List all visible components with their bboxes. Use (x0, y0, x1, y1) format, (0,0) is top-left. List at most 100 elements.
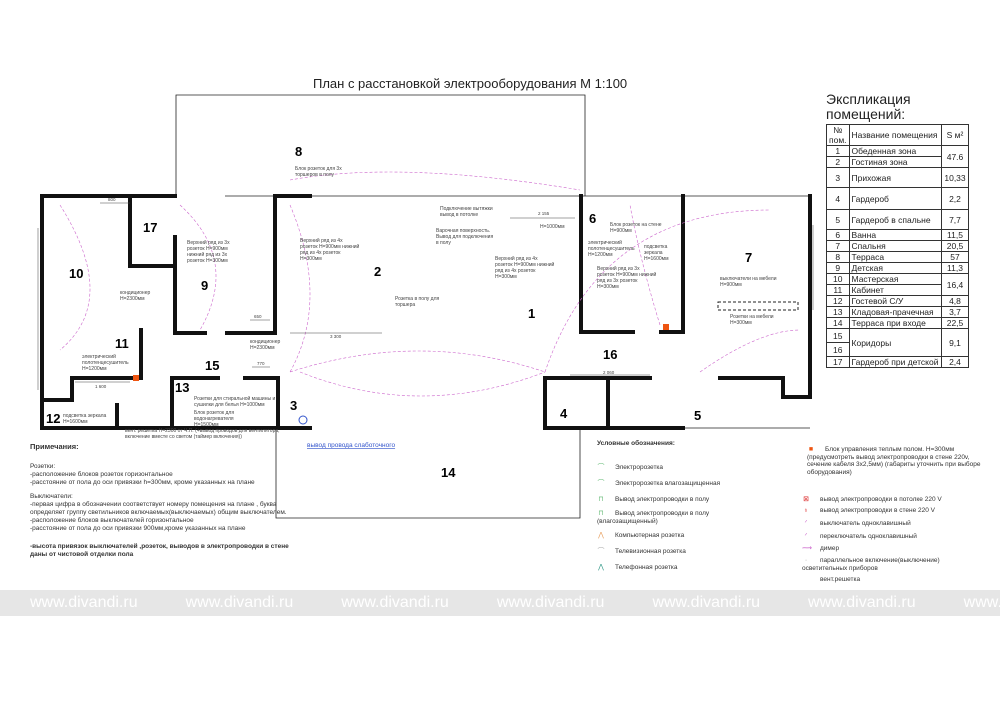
annotation: выключатели на мебели H=900мм (720, 276, 777, 288)
row-no: 13 (826, 306, 850, 318)
notes: Примечания: Розетки: -расположение блоко… (30, 443, 305, 559)
dimension-lines (75, 202, 650, 383)
room-number-2: 2 (374, 264, 381, 279)
annotation: электрический полотенцесушитель H=1200мм (588, 240, 635, 258)
weak-current-label: вывод провода слаботочного (307, 441, 395, 449)
floor-heating-control-icon: ■ (808, 446, 814, 453)
row-no: 10 (826, 273, 850, 285)
room-number-14: 14 (441, 465, 456, 480)
row-name: Обеденная зона (848, 145, 943, 157)
dimension-label: 800 (108, 197, 116, 202)
row-no: 6 (826, 229, 850, 241)
annotation: Верхний ряд из 4х розеток H=900мм нижний… (300, 238, 360, 262)
room-number-3: 3 (290, 398, 297, 413)
watermark: www.divandi.ru (652, 594, 761, 611)
row-name: Гостиная зона (848, 156, 943, 168)
legend-label: Телевизионная розетка (615, 548, 686, 555)
dimension-label: 3 300 (330, 334, 342, 339)
watermark: www.divandi.ru (341, 594, 449, 611)
annotation: Варочная поверхность. Вывод для подключе… (436, 228, 494, 246)
row-area: 20,5 (941, 240, 969, 252)
explication-title: Экспликация помещений: (826, 91, 911, 122)
row-name: Мастерская (848, 273, 943, 285)
room-number-11: 11 (115, 336, 129, 351)
row-name: Спальня (848, 240, 943, 252)
row-name: Ванна (848, 229, 943, 241)
row-name: Кабинет (848, 284, 943, 296)
header-area: S м² (941, 124, 969, 146)
row-area: 7,7 (941, 209, 969, 230)
row-area: 2,4 (941, 356, 969, 368)
legend-label: выключатель одноклавишный (820, 520, 911, 527)
annotation: Блок розеток для 3х торшеров в полу (295, 166, 342, 178)
annotation: Верхний ряд из 3х розеток H=900мм нижний… (597, 266, 657, 290)
row-no: 15 (826, 328, 850, 343)
annotation: Блок розеток на стене H=900мм (610, 222, 662, 234)
legend-label: переключатель одноклавишный (820, 533, 917, 540)
note-line: -расстояние от пола до оси привязки h=30… (30, 479, 255, 486)
row-area: 9,1 (941, 328, 969, 357)
row-no: 17 (826, 356, 850, 368)
socket-icon: ⌒ (597, 464, 605, 471)
row-area: 10,33 (941, 167, 969, 188)
annotation: H=1000мм (540, 224, 565, 230)
room-number-12: 12 (46, 411, 60, 426)
annotation: вент. решетка H=2300 от Ч.П. (+вывод про… (125, 428, 280, 440)
header-name: Название помещения (848, 124, 943, 146)
room-number-5: 5 (694, 408, 701, 423)
annotation: Розетки на мебели H=300мм (730, 314, 774, 326)
phone-socket-icon: ⋀ (598, 564, 604, 571)
row-name: Прихожая (848, 167, 943, 188)
room-number-13: 13 (175, 380, 189, 395)
row-name: Гостевой С/У (848, 295, 943, 307)
row-name: Гардероб в спальне (848, 209, 943, 230)
row-area: 11,5 (941, 229, 969, 241)
row-no: 4 (826, 187, 850, 210)
annotation: Блок розеток для водонагревателя H=1500м… (194, 410, 235, 428)
dimension-label: 2 060 (603, 370, 615, 375)
legend-label: вент.решетка (820, 576, 861, 583)
room-number-10: 10 (69, 266, 83, 281)
row-name: Терраса при входе (848, 317, 943, 329)
room-number-1: 1 (528, 306, 535, 321)
row-no: 2 (826, 156, 850, 168)
notes-footer: -высота привязок выключателей ,розеток, … (30, 543, 289, 558)
notes-heading: Примечания: (30, 442, 79, 451)
room-number-6: 6 (589, 211, 596, 226)
dimension-label: 770 (257, 361, 265, 366)
legend-label: Вывод электропроводки в полу (615, 496, 710, 503)
legend-title: Условные обозначения: (597, 440, 675, 447)
toggle-switch-icon: ᐟ (804, 533, 808, 540)
row-name: Гардероб при детской (848, 356, 943, 368)
switch-wiring (59, 171, 801, 397)
dimension-label: 650 (254, 314, 262, 319)
annotation: кондиционер H=2300мм (250, 339, 281, 351)
room-number-4: 4 (560, 406, 568, 421)
floor-heating-control-icon (133, 375, 139, 381)
row-area: 22,5 (941, 317, 969, 329)
weak-current-outlet-icon (298, 415, 308, 425)
row-no: 7 (826, 240, 850, 252)
row-no: 3 (826, 167, 850, 188)
annotation: Верхний ряд из 3х розеток H=900мм нижний… (187, 240, 230, 264)
row-name: Коридоры (848, 328, 943, 357)
row-no: 8 (826, 251, 850, 263)
room-explication: Экспликация помещений: № пом. Название п… (826, 92, 976, 368)
dimmer-icon: ⟿ (802, 545, 813, 552)
annotation: Подключение вытяжки вывод в потолке (440, 206, 493, 218)
ceiling-outlet-icon: ⊠ (803, 496, 809, 503)
plan-title: План с расстановкой электрооборудования … (313, 76, 628, 91)
legend-label: Электророзетка (615, 464, 664, 471)
row-name: Кладовая-прачечная (848, 306, 943, 318)
row-no: 5 (826, 209, 850, 230)
watermark: www.divandi.ru (30, 594, 138, 611)
row-name: Детская (848, 262, 943, 274)
room-number-8: 8 (295, 144, 302, 159)
floor-heating-control-icon (663, 324, 669, 330)
dimension-label: 2 155 (538, 211, 550, 216)
furniture-outline (717, 301, 799, 311)
row-area: 4,8 (941, 295, 969, 307)
row-no: 14 (826, 317, 850, 329)
floor-outlet-icon: ⊓ (598, 496, 604, 503)
